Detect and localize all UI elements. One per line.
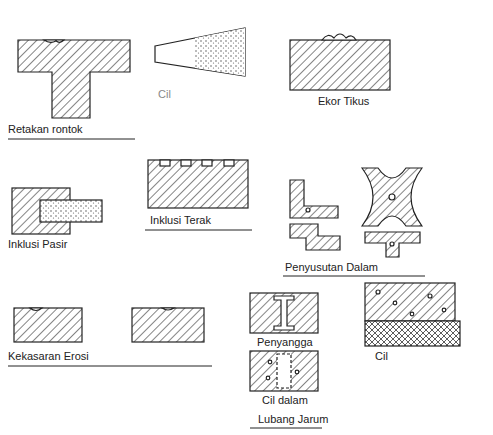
defect-name: Ekor Tikus xyxy=(318,95,369,108)
sand-inclusion xyxy=(40,200,102,222)
chill-casting xyxy=(365,283,455,321)
underline xyxy=(8,139,135,140)
part-name: Penyangga xyxy=(257,336,313,349)
erosion-mark xyxy=(30,308,42,311)
x-section xyxy=(362,168,422,226)
part-name: Cil dalam xyxy=(262,394,308,407)
shrink-void xyxy=(389,194,395,200)
chill-zone xyxy=(195,28,245,76)
shrink-void xyxy=(390,242,394,246)
underline xyxy=(283,276,425,277)
defect-name: Inklusi Pasir xyxy=(8,238,67,251)
chaplet-casting xyxy=(250,293,318,333)
rat-tail-casting xyxy=(290,40,390,90)
underline xyxy=(250,428,322,429)
erosion-mark xyxy=(162,308,174,310)
internal-chill-casting xyxy=(250,351,318,391)
crack-mark xyxy=(44,40,64,42)
underline xyxy=(145,230,252,231)
defect-name: Retakan rontok xyxy=(8,123,83,136)
slag-pockets xyxy=(160,160,234,166)
defect-name: Cil xyxy=(158,88,171,101)
z-section xyxy=(290,224,340,250)
erosion-casting xyxy=(14,308,82,342)
defect-name: Penyusutan Dalam xyxy=(285,261,378,274)
defect-name: Kekasaran Erosi xyxy=(8,350,89,363)
defect-name: Lubang Jarum xyxy=(258,413,328,426)
t-casting xyxy=(18,40,130,118)
pinholes xyxy=(376,290,446,316)
chaplet xyxy=(274,296,294,330)
shrink-void xyxy=(306,208,310,212)
slag-casting xyxy=(148,160,248,208)
underline xyxy=(8,366,212,367)
internal-chill xyxy=(277,354,291,388)
defect-name: Inklusi Terak xyxy=(150,214,211,227)
rat-tail-mark xyxy=(322,34,356,40)
chill-plate xyxy=(365,321,460,346)
chill-wedge xyxy=(155,28,245,76)
l-section xyxy=(290,180,338,218)
erosion-casting xyxy=(132,308,204,342)
defect-name: Cil xyxy=(375,350,388,363)
pinholes xyxy=(266,360,299,380)
t-section xyxy=(365,232,420,257)
